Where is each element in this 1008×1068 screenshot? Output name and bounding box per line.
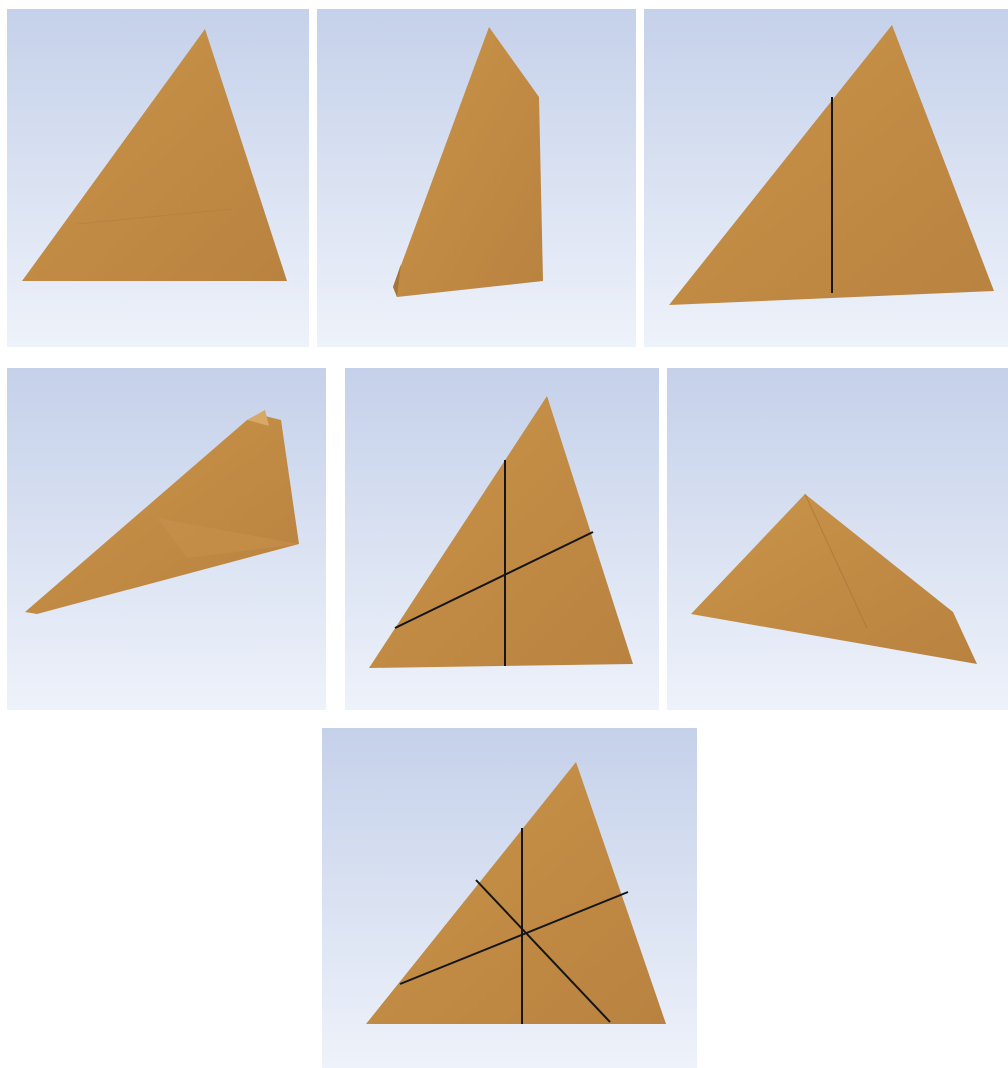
photo-5-triangle-two-lines (345, 368, 659, 710)
photo-1-folded-triangle (7, 9, 309, 347)
photo-4-folded-strip (7, 368, 326, 710)
photo-6-flat-fold (667, 368, 1008, 710)
photo-2-narrow-fold (317, 9, 636, 347)
photo-3-triangle-one-line (644, 9, 1008, 347)
photo-7-triangle-three-lines (322, 728, 697, 1068)
